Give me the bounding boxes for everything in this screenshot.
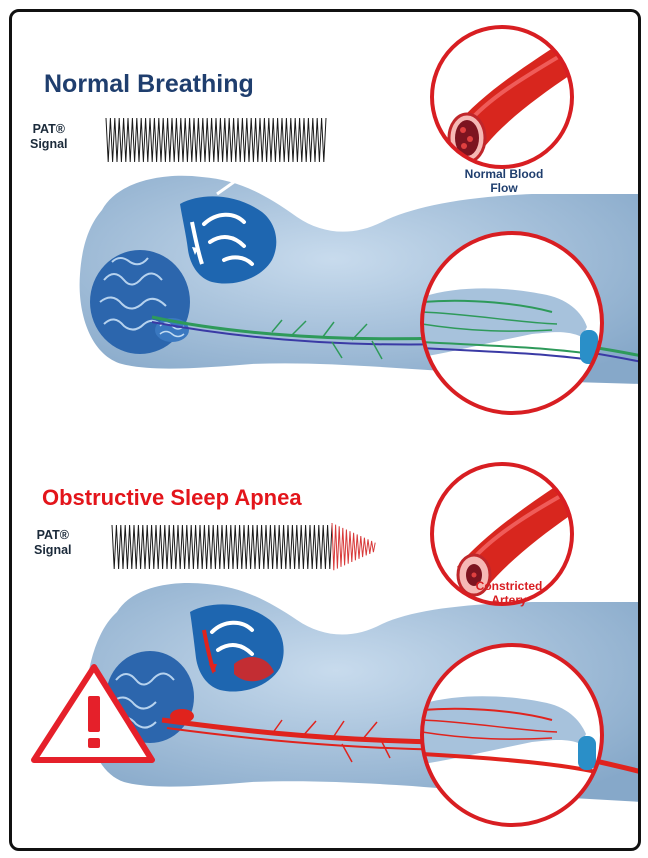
constricted-artery-caption: Constricted Artery (449, 579, 569, 607)
normal-blood-flow-caption: Normal Blood Flow (444, 167, 564, 195)
apnea-signal-label-line1: PAT® (34, 528, 72, 543)
normal-signal-waveform (106, 118, 326, 162)
obstructive-sleep-apnea-title: Obstructive Sleep Apnea (42, 485, 302, 511)
normal-signal-label: PAT® Signal (30, 122, 68, 152)
normal-caption-line1: Normal Blood (444, 167, 564, 181)
normal-signal-label-line2: Signal (30, 137, 68, 152)
illustration (12, 12, 638, 848)
normal-blood-flow-inset (432, 27, 597, 167)
normal-brain (90, 250, 190, 354)
normal-breathing-title: Normal Breathing (44, 70, 254, 99)
infographic-frame: Normal Breathing PAT® Signal Normal Bloo… (9, 9, 641, 851)
apnea-signal-label-line2: Signal (34, 543, 72, 558)
normal-signal-label-line1: PAT® (30, 122, 68, 137)
apnea-signal-waveform (112, 523, 375, 570)
apnea-signal-label: PAT® Signal (34, 528, 72, 558)
normal-caption-line2: Flow (444, 181, 564, 195)
apnea-caption-line2: Artery (449, 593, 569, 607)
apnea-caption-line1: Constricted (449, 579, 569, 593)
